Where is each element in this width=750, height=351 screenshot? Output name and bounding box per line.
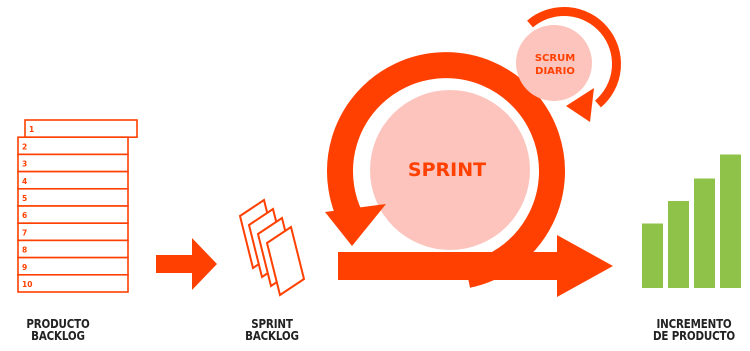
increment-bar bbox=[720, 154, 741, 288]
backlog-item-number: 3 bbox=[22, 160, 27, 169]
daily-scrum-label-line2: DIARIO bbox=[535, 66, 575, 77]
sprint-cycle-arrowhead bbox=[325, 204, 386, 246]
product-backlog-caption-line1: PRODUCTO bbox=[26, 317, 90, 331]
backlog-item: 10 bbox=[17, 273, 129, 293]
backlog-item-number: 5 bbox=[22, 194, 27, 203]
increment-caption-line1: INCREMENTO bbox=[656, 317, 732, 331]
daily-scrum-circle bbox=[516, 25, 592, 101]
backlog-item: 4 bbox=[17, 170, 129, 190]
backlog-item: 3 bbox=[17, 153, 129, 173]
backlog-item: 7 bbox=[17, 222, 129, 242]
daily-scrum-label-line1: SCRUM bbox=[535, 53, 575, 64]
increment-bar bbox=[694, 178, 715, 288]
daily-scrum-arrowhead bbox=[566, 88, 594, 122]
backlog-item-number: 10 bbox=[22, 280, 32, 289]
increment-bar bbox=[642, 223, 663, 288]
sprint-backlog-caption: SPRINT BACKLOG bbox=[238, 318, 307, 342]
backlog-item: 5 bbox=[17, 188, 129, 207]
backlog-item-number: 9 bbox=[22, 263, 27, 272]
increment-bar bbox=[668, 201, 689, 288]
sprint-circle bbox=[370, 90, 530, 250]
sprint-backlog-caption-line1: SPRINT bbox=[251, 317, 293, 331]
backlog-item: 1 bbox=[24, 119, 138, 139]
backlog-item: 8 bbox=[17, 239, 129, 259]
backlog-item-number: 1 bbox=[29, 125, 34, 134]
backlog-item: 9 bbox=[17, 256, 129, 276]
product-backlog-caption-line2: BACKLOG bbox=[31, 329, 85, 343]
sprint-ring-join bbox=[440, 252, 560, 280]
backlog-item-number: 6 bbox=[22, 211, 27, 220]
increment-caption-line2: DE PRODUCTO bbox=[653, 329, 735, 343]
increment-caption: INCREMENTO DE PRODUCTO bbox=[648, 318, 741, 342]
backlog-item-number: 2 bbox=[22, 142, 27, 151]
backlog-item-number: 8 bbox=[22, 246, 27, 255]
backlog-item-number: 7 bbox=[22, 228, 27, 237]
arrow-right-icon bbox=[156, 238, 217, 290]
backlog-item: 6 bbox=[17, 205, 129, 225]
product-backlog-caption: PRODUCTO BACKLOG bbox=[24, 318, 93, 342]
sprint-label: SPRINT bbox=[408, 159, 486, 181]
bar-chart-icon bbox=[642, 154, 741, 288]
product-backlog-list: 12 3 4 5 6 7 8 9 10 bbox=[17, 119, 138, 293]
backlog-item-number: 4 bbox=[22, 177, 27, 186]
backlog-item: 2 bbox=[17, 136, 129, 156]
cycle-arrow-icon bbox=[327, 52, 565, 288]
stacked-pages-icon bbox=[238, 198, 306, 297]
sprint-backlog-caption-line2: BACKLOG bbox=[245, 329, 299, 343]
daily-scrum-cycle-arrow bbox=[527, 7, 621, 108]
